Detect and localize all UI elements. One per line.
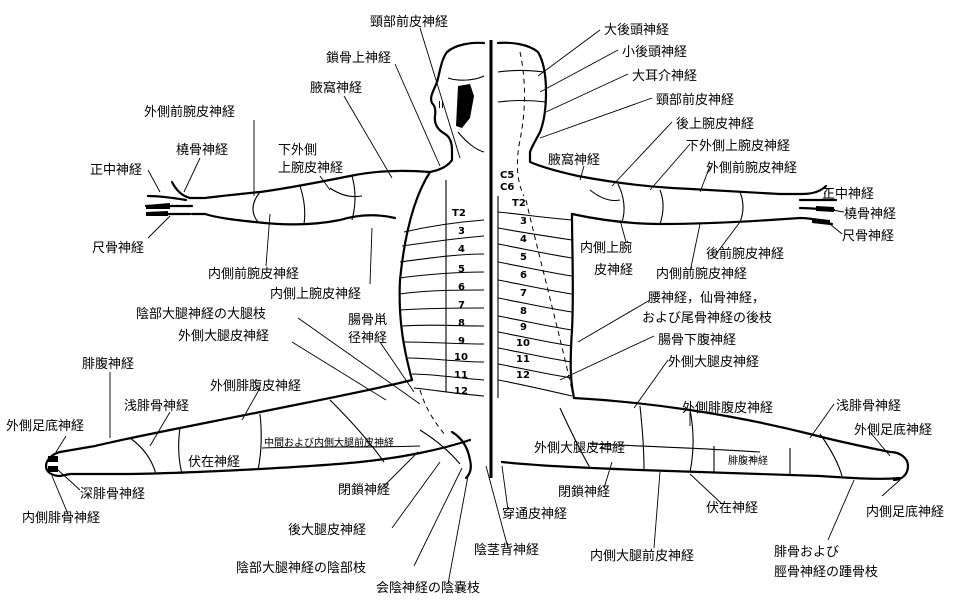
segment-label: 4 <box>520 234 527 245</box>
segment-label: 6 <box>458 282 465 293</box>
label-lat-sural-right: 外側腓腹皮神経 <box>682 400 773 416</box>
segment-label: T2 <box>512 198 526 209</box>
label-neck-front-right: 頸部前皮神経 <box>656 92 734 108</box>
label-med-dorsal-cutaneous: 内側腓骨神経 <box>22 510 100 526</box>
segment-label: 9 <box>520 322 527 333</box>
label-perforating: 穿通皮神経 <box>502 506 567 522</box>
face-numeral-3: III <box>458 102 467 113</box>
label-axillary-left: 腋窩神経 <box>310 80 362 96</box>
label-saphenous-left: 伏在神経 <box>188 455 240 470</box>
front-figure: II III <box>44 41 486 480</box>
label-radial-left: 橈骨神経 <box>176 143 228 158</box>
segment-label: 11 <box>516 354 530 365</box>
cervical-label: C6 <box>500 182 514 193</box>
label-perineal-scrotal: 会陰神経の陰嚢枝 <box>376 580 480 596</box>
segment-label: 12 <box>516 370 530 381</box>
label-great-auricular: 大耳介神経 <box>632 69 697 84</box>
label-radial-right: 橈骨神経 <box>844 207 896 222</box>
label-neck-front-left: 頸部前皮神経 <box>370 14 448 30</box>
label-lower-lat-brachial-2: 上腕皮神経 <box>278 160 343 176</box>
label-deep-peroneal: 深腓骨神経 <box>80 486 145 502</box>
label-lower-lat-brachial-right: 下外側上腕皮神経 <box>686 138 790 154</box>
label-med-plantar: 内側足底神経 <box>866 504 944 520</box>
label-sural-left: 腓腹神経 <box>82 356 134 372</box>
leader-lines-right <box>501 29 901 549</box>
face-numeral-2: II <box>438 100 444 111</box>
label-ilioinguinal-2: 径神経 <box>348 331 387 346</box>
segment-label: T2 <box>452 208 466 219</box>
cervical-label: C5 <box>500 170 514 181</box>
segment-label: 4 <box>458 244 465 255</box>
label-median-left: 正中神経 <box>90 163 142 178</box>
label-ilioinguinal-1: 腸骨鼡 <box>348 313 387 328</box>
label-greater-occipital: 大後頭神経 <box>604 23 669 38</box>
label-ulnar-right: 尺骨神経 <box>842 229 894 244</box>
labels-left: 頸部前皮神経 鎖骨上神経 腋窩神経 外側前腕皮神経 橈骨神経 下外側 上腕皮神経… <box>6 14 539 596</box>
label-dorsal-rami-2: および尾骨神経の後枝 <box>642 311 772 326</box>
label-axillary-right: 腋窩神経 <box>548 152 600 168</box>
label-genitofemoral: 陰部大腿神経の大腿枝 <box>136 307 266 322</box>
label-lat-antebrachial-left: 外側前腕皮神経 <box>144 104 235 120</box>
label-med-brachial-right-1: 内側上腕 <box>580 240 632 256</box>
segment-label: 10 <box>516 338 530 349</box>
segment-label: 12 <box>454 386 468 397</box>
segment-label: 3 <box>458 226 465 237</box>
label-superficial-peroneal-left: 浅腓骨神経 <box>124 398 189 414</box>
label-dorsal-penile: 陰茎背神経 <box>474 543 539 558</box>
segment-labels: T2 3 4 5 6 7 8 9 10 11 12 T2 3 4 5 6 7 8… <box>452 170 530 397</box>
label-post-femoral: 後大腿皮神経 <box>288 523 366 538</box>
label-lat-plantar-right: 外側足底神経 <box>854 422 932 438</box>
label-sural-right: 腓腹神経 <box>728 454 768 467</box>
label-lat-femoral-left: 外側大腿皮神経 <box>178 329 269 344</box>
leader-lines-left <box>51 27 509 585</box>
label-lat-femoral-right-2: 外側大腿皮神経 <box>534 441 625 456</box>
label-obturator-right: 閉鎖神経 <box>558 484 610 500</box>
label-post-antebrachial: 後前腕皮神経 <box>706 246 784 262</box>
labels-right: 大後頭神経 小後頭神経 大耳介神経 頸部前皮神経 後上腕皮神経 下外側上腕皮神経… <box>502 23 944 580</box>
label-med-antebrachial-right: 内側前腕皮神経 <box>656 266 747 282</box>
face-shade <box>456 84 474 128</box>
label-lat-sural-left: 外側腓腹皮神経 <box>210 378 301 394</box>
segment-label: 5 <box>520 252 527 263</box>
label-lat-plantar-left: 外側足底神経 <box>6 418 84 434</box>
label-lower-lat-brachial-1: 下外側 <box>278 143 317 158</box>
label-saphenous-right: 伏在神経 <box>706 501 758 516</box>
label-med-antebrachial-left: 内側前腕皮神経 <box>208 266 299 282</box>
segment-label: 3 <box>520 216 527 227</box>
label-genital-branch: 陰部大腿神経の陰部枝 <box>236 561 366 576</box>
label-median-right: 正中神経 <box>822 187 874 202</box>
segment-label: 7 <box>458 300 465 311</box>
label-med-brachial-right-2: 皮神経 <box>594 263 633 278</box>
segment-label: 11 <box>454 370 468 381</box>
label-dorsal-rami-1: 腰神経，仙骨神経， <box>648 291 765 306</box>
label-superficial-peroneal-right: 浅腓骨神経 <box>836 398 901 414</box>
segment-label: 9 <box>458 336 465 347</box>
label-iliohypogastric: 腸骨下腹神経 <box>658 332 736 348</box>
segment-label: 8 <box>458 318 465 329</box>
back-figure <box>496 41 910 482</box>
label-supraclavicular: 鎖骨上神経 <box>326 50 391 66</box>
segment-label: 7 <box>520 288 527 299</box>
label-med-brachial-left: 内側上腕皮神経 <box>270 286 361 302</box>
label-lesser-occipital: 小後頭神経 <box>622 45 687 60</box>
label-calcaneal-1: 腓骨および <box>774 544 839 560</box>
label-post-brachial: 後上腕皮神経 <box>676 116 754 132</box>
label-ulnar-left: 尺骨神経 <box>92 241 144 256</box>
label-lat-femoral-right: 外側大腿皮神経 <box>668 355 759 370</box>
label-calcaneal-2: 脛骨神経の踵骨枝 <box>774 565 878 580</box>
segment-label: 8 <box>520 306 527 317</box>
segment-label: 6 <box>520 270 527 281</box>
label-lat-antebrachial-right: 外側前腕皮神経 <box>706 160 797 176</box>
label-med-femoral: 内側大腿前皮神経 <box>590 548 694 564</box>
label-intermediate-femoral: 中間および内側大腿前皮神経 <box>264 436 394 449</box>
segment-label: 5 <box>458 264 465 275</box>
segment-label: 10 <box>454 352 468 363</box>
label-obturator-left: 閉鎖神経 <box>338 482 390 498</box>
